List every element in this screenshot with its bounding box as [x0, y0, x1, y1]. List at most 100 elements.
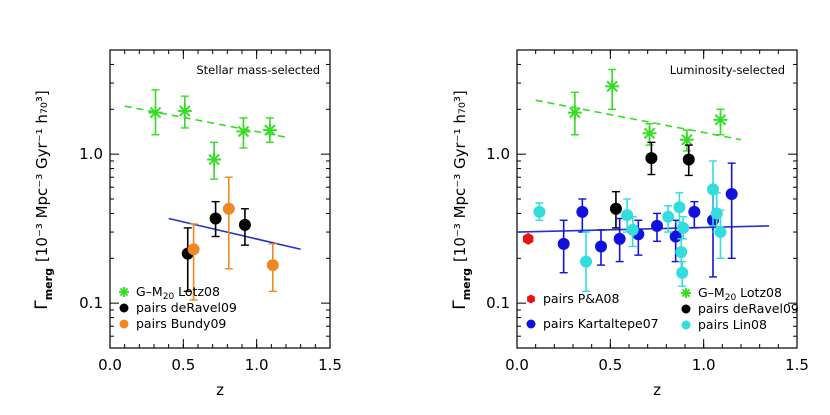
legend-marker	[526, 319, 536, 329]
asterisk-stroke	[179, 105, 191, 117]
data-point	[595, 240, 607, 253]
asterisk-stroke	[149, 106, 162, 119]
data-point	[238, 218, 251, 231]
data-point	[557, 237, 570, 250]
data-point	[725, 188, 738, 201]
legend-label: pairs Bundy09	[136, 316, 226, 331]
legend-label-main: pairs deRavel09	[698, 301, 799, 316]
legend-label: G–M20 Lotz08	[136, 284, 220, 302]
legend-label-suffix: Lotz08	[174, 284, 220, 299]
data-point	[148, 105, 163, 120]
x-tick-label: 0.5	[598, 356, 622, 374]
data-point	[580, 255, 593, 268]
data-point	[613, 232, 626, 245]
x-tick-label: 1.0	[245, 356, 269, 374]
data-point	[567, 105, 582, 120]
asterisk-stroke	[681, 288, 691, 298]
y-label-subscript: merg	[460, 268, 473, 300]
data-point	[642, 126, 657, 141]
asterisk-stroke	[681, 133, 693, 146]
legend-marker	[681, 288, 691, 298]
y-axis-label: Γmerg[10⁻³ Mpc⁻³ Gyr⁻¹ h₇₀³]	[32, 90, 55, 310]
asterisk-stroke	[208, 153, 220, 166]
legend-label-main: pairs Kartaltepe07	[543, 316, 659, 331]
asterisk-stroke	[714, 114, 727, 126]
legend-label: pairs P&A08	[543, 291, 619, 306]
data-point	[209, 212, 222, 225]
y-label-units: [10⁻³ Mpc⁻³ Gyr⁻¹ h₇₀³]	[451, 90, 469, 262]
series-pairs-lin08	[533, 160, 727, 293]
y-tick-label: 0.1	[486, 294, 510, 312]
y-tick-label: 1.0	[486, 145, 510, 163]
legend-label-main: pairs P&A08	[543, 291, 619, 306]
series-pairs-deravel09	[609, 141, 695, 229]
data-point	[207, 152, 222, 167]
data-point	[626, 223, 639, 236]
legend-marker	[119, 303, 129, 313]
data-point	[679, 132, 694, 147]
data-point	[605, 79, 620, 94]
data-point	[675, 246, 688, 259]
x-tick-label: 0.5	[171, 356, 195, 374]
data-point	[673, 201, 686, 214]
data-point	[609, 202, 622, 215]
legend-marker	[119, 319, 129, 329]
legend-label-main: G–M	[698, 285, 725, 300]
data-point	[523, 232, 534, 245]
series-g-m20-lotz08	[535, 68, 742, 152]
legend-label: pairs Lin08	[698, 317, 767, 332]
data-point	[651, 219, 663, 232]
fit-line	[124, 105, 287, 138]
x-tick-label: 1.5	[785, 356, 809, 374]
legend-marker	[681, 320, 691, 330]
data-point	[576, 205, 589, 218]
legend-label: pairs deRavel09	[136, 300, 237, 315]
y-label-units: [10⁻³ Mpc⁻³ Gyr⁻¹ h₇₀³]	[33, 90, 51, 262]
x-axis-label: z	[653, 381, 661, 399]
panel-annotation: Stellar mass-selected	[196, 63, 320, 77]
legend-label-main: pairs deRavel09	[136, 300, 237, 315]
legend-label: pairs Kartaltepe07	[543, 316, 659, 331]
trend-line	[517, 225, 770, 233]
plot-area	[517, 68, 770, 293]
legend-label: pairs deRavel09	[698, 301, 799, 316]
series-pairs-kartaltepe07	[557, 162, 738, 278]
data-point	[187, 243, 200, 256]
legend-label-main: G–M	[136, 284, 163, 299]
data-point	[682, 153, 695, 166]
asterisk-stroke	[237, 125, 250, 138]
plot-area	[124, 89, 301, 301]
legend-label-suffix: Lotz08	[736, 285, 782, 300]
x-tick-label: 0.0	[505, 356, 529, 374]
asterisk-stroke	[643, 127, 656, 140]
legend-label: G–M20 Lotz08	[698, 285, 782, 303]
data-point	[677, 221, 690, 234]
data-point	[262, 123, 277, 138]
data-point	[266, 259, 279, 272]
data-point	[177, 103, 192, 118]
panel-annotation: Luminosity-selected	[670, 63, 785, 77]
data-point	[714, 226, 727, 239]
data-point	[533, 205, 546, 218]
series-pairs-p-a08	[523, 232, 534, 245]
y-axis-label: Γmerg [10⁻³ Mpc⁻³ Gyr⁻¹ h₇₀³]	[450, 90, 473, 310]
legend-label-main: pairs Lin08	[698, 317, 767, 332]
series-pairs-bundy09	[187, 176, 279, 301]
data-point	[688, 205, 701, 218]
asterisk-stroke	[119, 287, 129, 297]
data-point	[713, 112, 728, 127]
x-tick-label: 1.5	[318, 356, 342, 374]
legend-marker	[527, 294, 535, 304]
data-point	[676, 266, 689, 279]
asterisk-stroke	[264, 124, 276, 136]
legend-label-main: pairs Bundy09	[136, 316, 226, 331]
y-label-symbol: Γ	[450, 300, 470, 310]
y-label-symbol: Γ	[32, 300, 52, 310]
series-g-m20-lotz08	[124, 89, 287, 180]
asterisk-stroke	[569, 106, 581, 119]
x-axis-label: z	[216, 381, 224, 399]
fit-line	[535, 99, 742, 141]
legend-label-subscript: 20	[725, 293, 737, 303]
